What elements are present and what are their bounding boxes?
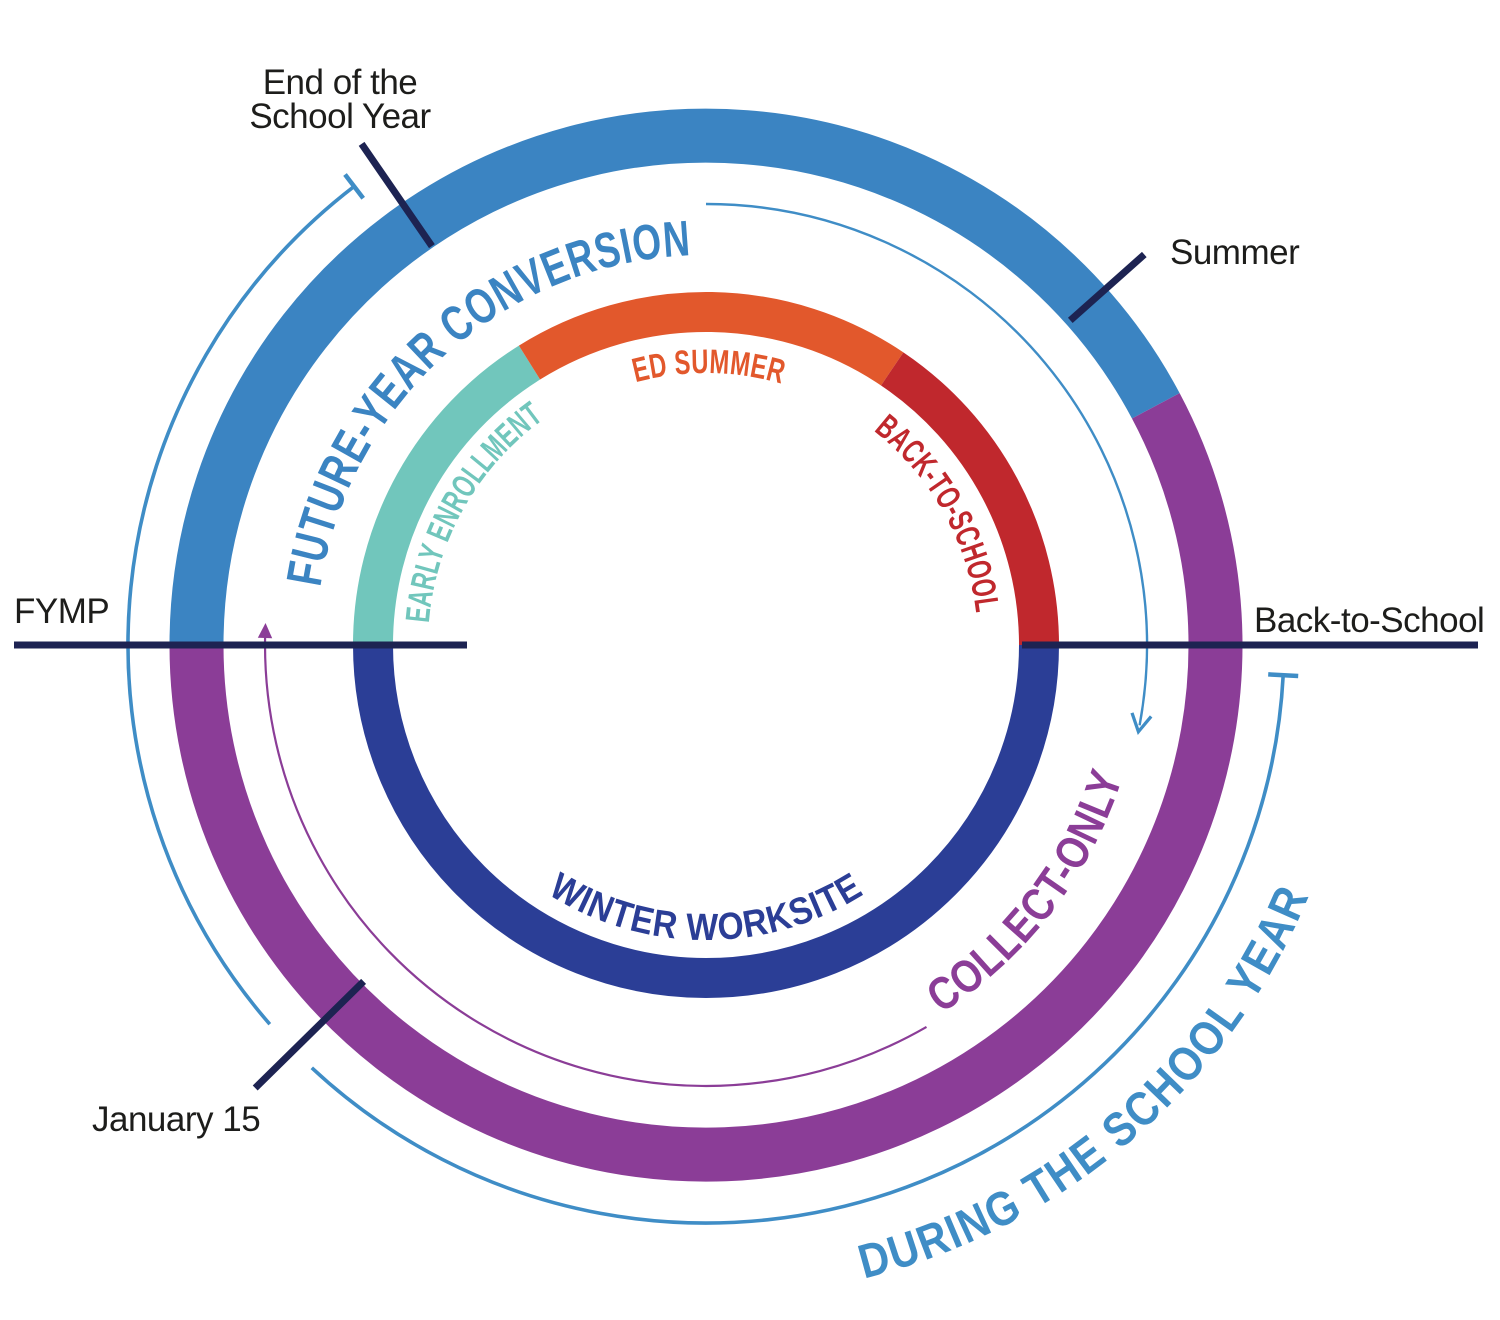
label-back-to-school: Back-to-School	[1254, 601, 1484, 640]
tick-summer	[1067, 251, 1147, 324]
clockwise-flow-arrow-bottom	[257, 622, 928, 1088]
tick-january-15	[252, 978, 367, 1091]
label-fymp: FYMP	[14, 592, 109, 631]
outer-ring-segment-future-year-conversion	[169, 108, 1180, 646]
tick-end-of-school-year	[358, 141, 435, 249]
inner-ring-segment-early-enrollment	[353, 345, 541, 646]
period-arc-endcap-right	[1268, 672, 1299, 679]
period-arc-future-year-conversion	[126, 184, 356, 1026]
inner-ring-segment-back-to-school	[880, 352, 1059, 646]
label-summer: Summer	[1170, 233, 1300, 272]
period-arc-endcap-top-left	[343, 173, 365, 200]
inner-ring-label-ed-summer: ED SUMMER	[629, 343, 790, 392]
outer-ring-segment-collect-only	[169, 393, 1243, 1182]
inner-ring-segment-winter-worksite	[353, 644, 1059, 998]
label-january-15: January 15	[92, 1100, 260, 1139]
clockwise-flow-arrow-top	[705, 202, 1153, 735]
label-end-of-school-year-line1: End of the	[263, 63, 418, 102]
inner-ring-segment-ed-summer	[518, 292, 904, 386]
period-arc-during-school-year	[310, 675, 1285, 1225]
label-end-of-school-year-line2: School Year	[249, 97, 431, 136]
